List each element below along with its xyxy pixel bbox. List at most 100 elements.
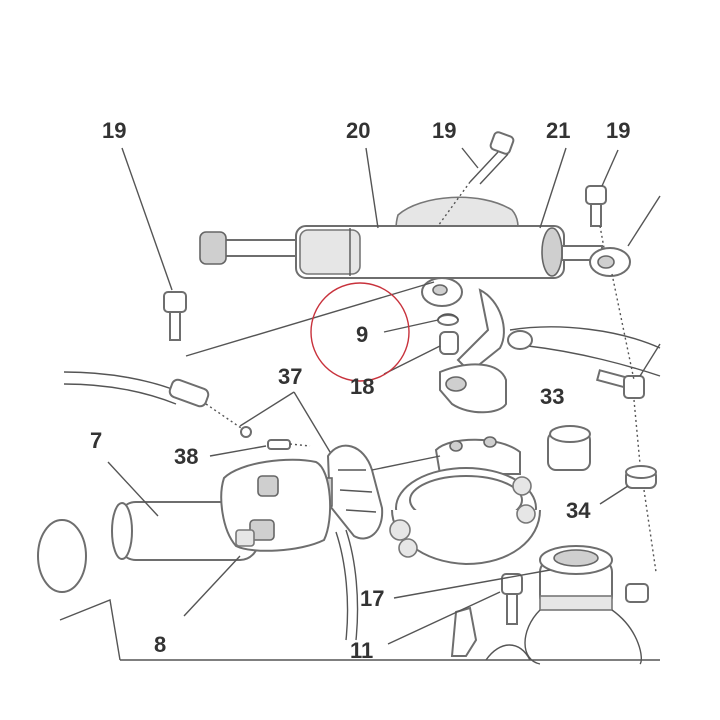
leader-19-left <box>121 147 173 291</box>
label-33: 33 <box>540 384 564 409</box>
cable-line <box>63 383 177 405</box>
switch-housing-8 <box>220 458 332 552</box>
leader-38 <box>209 445 267 457</box>
lower-cable <box>345 529 359 641</box>
leader-21 <box>539 147 567 229</box>
clamp-outline <box>527 345 661 377</box>
leader-19-right-axis <box>599 225 605 249</box>
bolt-shank <box>469 151 499 183</box>
cable-wire <box>205 403 245 431</box>
steering-damper <box>199 196 631 307</box>
left-partial-part <box>37 519 87 593</box>
label-8: 8 <box>154 632 166 657</box>
leader-19-top <box>461 147 479 169</box>
clamp-top-hole <box>483 436 497 448</box>
label-21: 21 <box>546 118 570 143</box>
lower-bracket <box>450 606 478 657</box>
label-20: 20 <box>346 118 370 143</box>
highlight-circle <box>310 282 410 382</box>
clamp-knuckle <box>516 504 536 524</box>
label-19-left: 19 <box>102 118 126 143</box>
handlebar-clamp-17 <box>389 436 541 566</box>
bolt-right-middle <box>595 369 645 399</box>
label-34: 34 <box>566 498 591 523</box>
fork-tube <box>524 609 643 665</box>
bolt-shank <box>479 153 509 185</box>
leader-lines <box>107 147 661 645</box>
bolt-shank <box>506 593 518 625</box>
leader-37-cable <box>239 391 295 427</box>
clamp-knuckle <box>398 538 418 558</box>
cap-33 <box>547 425 591 471</box>
damper-rod <box>221 239 303 257</box>
throttle-cable <box>63 371 359 641</box>
clamp-pivot <box>507 330 533 350</box>
damper-collar <box>299 229 361 275</box>
grip-end <box>111 502 133 560</box>
label-38: 38 <box>174 444 198 469</box>
housing-lug <box>235 529 255 547</box>
leader-19-left-base <box>185 281 435 357</box>
bolt-head <box>623 375 645 399</box>
washer-9-curl <box>437 313 459 321</box>
leader-right-mid <box>639 343 661 377</box>
fork-top-cap <box>524 545 643 665</box>
housing-body <box>220 458 332 552</box>
screw-body <box>267 439 291 450</box>
clamp-top-hole <box>449 440 463 452</box>
throttle-pulley-37 <box>321 444 384 540</box>
bolt-11 <box>501 573 523 625</box>
frame-edge <box>59 599 121 661</box>
leader-20 <box>365 147 379 229</box>
leader-axis-spacer <box>633 399 641 465</box>
clamp-hole <box>445 376 467 392</box>
housing-button <box>257 475 279 497</box>
leader-19-top-axis <box>437 181 471 227</box>
clamp-outline <box>509 326 661 349</box>
leader-7 <box>107 461 159 517</box>
leader-11 <box>387 591 501 645</box>
label-37: 37 <box>278 364 302 389</box>
cable-adjuster <box>168 378 210 408</box>
leader-right-edge <box>627 195 661 247</box>
bolt-head <box>489 131 515 155</box>
spacer-top <box>625 465 657 479</box>
bolt-shank <box>169 311 181 341</box>
damper-rear-eye-hole <box>597 255 615 269</box>
label-7: 7 <box>90 428 102 453</box>
bolt-shank <box>590 203 602 227</box>
fork-cap-inner <box>553 549 599 567</box>
lower-cable <box>335 531 349 641</box>
pulley-body <box>326 444 384 540</box>
nut-18 <box>439 331 459 355</box>
damper-knurled-end <box>199 231 227 265</box>
leader-axis-lower <box>643 489 657 573</box>
spacer-34 <box>625 465 657 489</box>
damper-lower-eye-hole <box>432 284 448 296</box>
label-19-top: 19 <box>432 118 456 143</box>
label-18: 18 <box>350 374 374 399</box>
lower-outline <box>485 644 531 661</box>
clamp-arm <box>456 288 505 374</box>
cap-top <box>549 425 591 443</box>
leader-9 <box>383 319 439 333</box>
bolt-19-right <box>585 185 607 227</box>
damper-end-cap <box>541 227 563 277</box>
leader-pulley-clamp <box>371 455 441 471</box>
clamp-knuckle <box>512 476 532 496</box>
screw-38 <box>267 439 311 450</box>
cable-nipple <box>240 426 252 438</box>
leader-17 <box>393 569 551 599</box>
clamp-knuckle <box>389 519 411 541</box>
leader-37-pulley <box>293 391 331 453</box>
bolt-lower-right <box>625 583 649 603</box>
part-labels: 19 20 19 21 19 9 37 18 33 7 38 34 17 8 1… <box>90 118 630 663</box>
leader-19-right <box>601 149 619 187</box>
leader-18 <box>383 345 441 375</box>
screw-tip <box>289 443 311 447</box>
leader-8 <box>183 555 241 617</box>
label-11: 11 <box>350 638 373 663</box>
label-17: 17 <box>360 586 384 611</box>
